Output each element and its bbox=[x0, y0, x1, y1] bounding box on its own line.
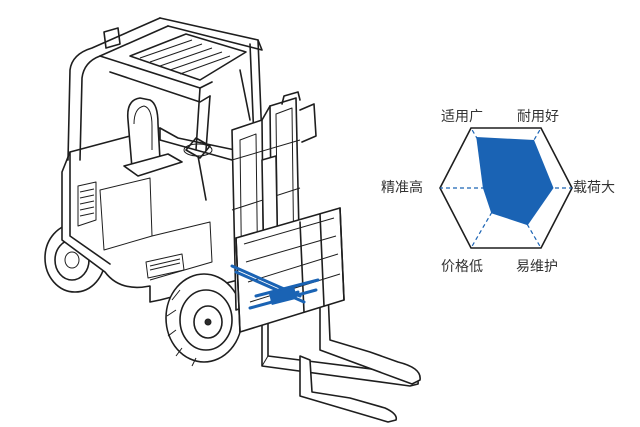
label-high-precision: 精准高 bbox=[381, 179, 423, 196]
fork-tines bbox=[261, 287, 421, 423]
overhead-guard bbox=[67, 17, 263, 161]
label-easy-maintenance: 易维护 bbox=[516, 259, 558, 275]
chassis bbox=[61, 27, 239, 303]
radar-spoke-top-right bbox=[505, 127, 542, 189]
radar-spoke-bottom-left bbox=[470, 187, 507, 249]
label-load-capacity: 载荷大 bbox=[573, 180, 615, 196]
radar-value-area bbox=[476, 137, 554, 226]
fork-carriage bbox=[235, 207, 345, 333]
forklift-illustration bbox=[44, 17, 421, 423]
operator-seat bbox=[123, 97, 183, 177]
label-low-price: 价格低 bbox=[441, 259, 483, 275]
vent-grille bbox=[77, 181, 97, 227]
label-durability: 耐用好 bbox=[517, 109, 559, 125]
performance-radar-chart: 适用广 耐用好 载荷大 易维护 价格低 精准高 bbox=[381, 109, 615, 275]
radar-spoke-bottom-right bbox=[505, 187, 542, 249]
steering-wheel bbox=[183, 137, 213, 201]
label-applicability: 适用广 bbox=[441, 109, 483, 125]
front-wheel bbox=[165, 273, 243, 367]
highlight-hydraulic-lines bbox=[230, 264, 320, 310]
